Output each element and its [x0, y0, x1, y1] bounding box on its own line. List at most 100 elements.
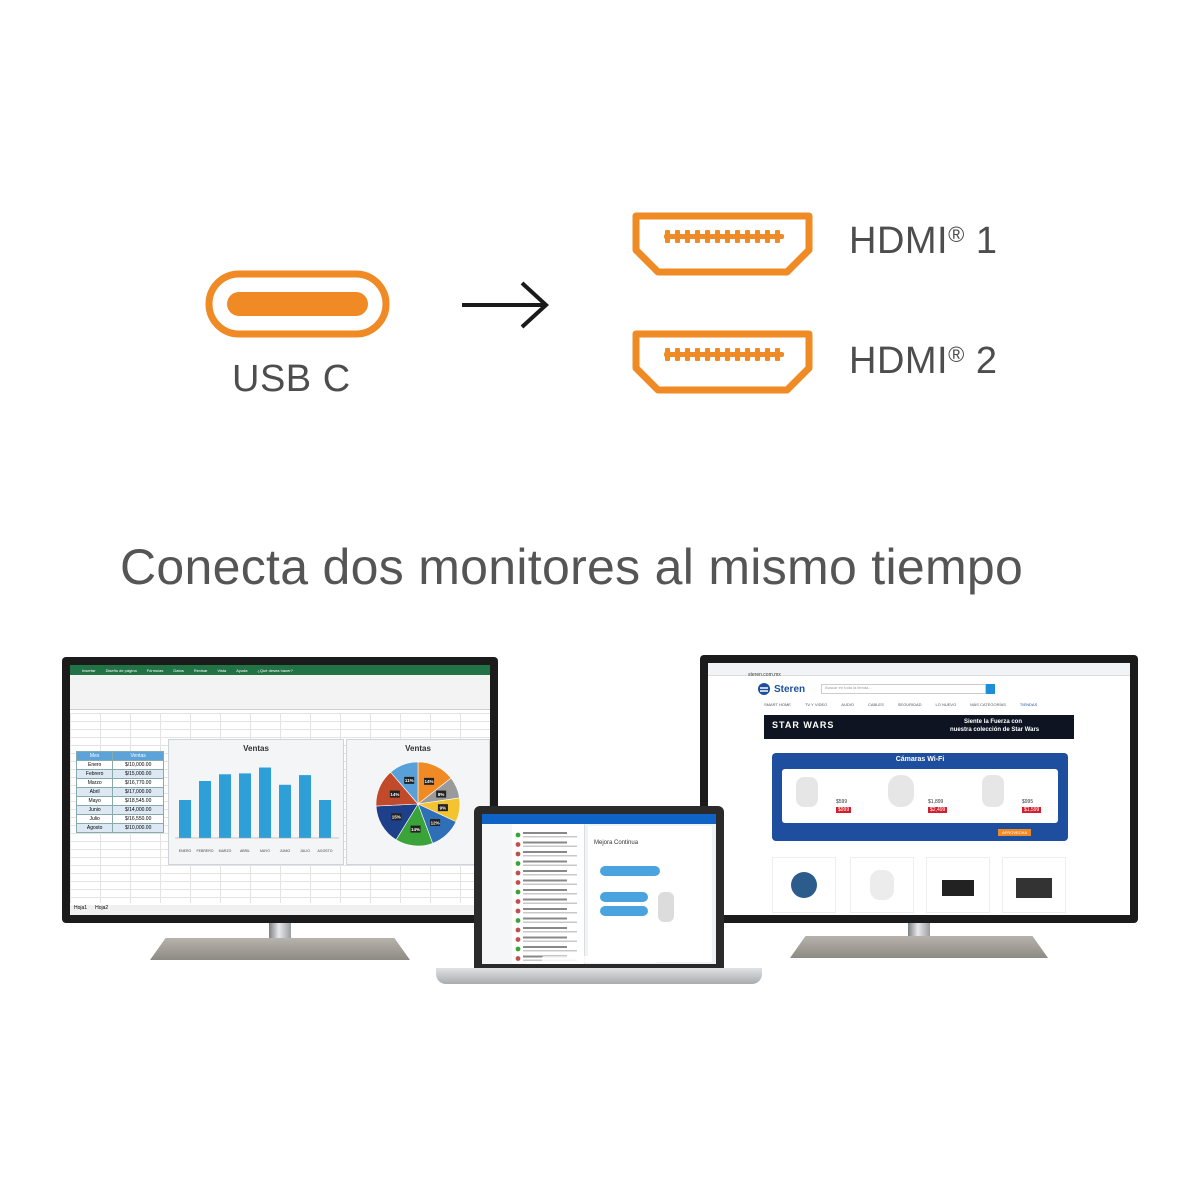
- hdmi-pin: [695, 348, 700, 353]
- excel-tab[interactable]: Ayuda: [236, 667, 248, 673]
- nav-item[interactable]: MÁS CATEGORÍAS: [970, 702, 1006, 707]
- sheet-tab[interactable]: Hoja1: [74, 905, 88, 911]
- pie-label-box: [437, 804, 448, 812]
- camera-image[interactable]: [796, 777, 818, 807]
- nav-item[interactable]: AUDIO: [841, 702, 854, 707]
- left-monitor-base: [150, 938, 410, 960]
- promo-text: Siente la Fuerza con: [964, 719, 1023, 725]
- mail-line: [523, 946, 567, 948]
- star-wars-banner[interactable]: STAR WARS Siente la Fuerza con nuestra c…: [764, 715, 1074, 739]
- pie-chart: Ventas 14%8%9%12%14%15%14%11%: [346, 739, 490, 865]
- hdmi-pin: [775, 230, 780, 235]
- sheet-tabs: Hoja1 Hoja2: [70, 905, 490, 915]
- bar-chart-title: Ventas: [243, 744, 269, 753]
- hdmi-port-icon: [632, 330, 813, 394]
- excel-tab[interactable]: Vista: [217, 667, 227, 673]
- hdmi-pin: [735, 356, 740, 361]
- hdmi-pin: [755, 230, 760, 235]
- sender-avatar: [515, 899, 521, 904]
- search-input[interactable]: Buscar en toda la tienda...: [821, 684, 987, 694]
- excel-tab[interactable]: Insertar: [82, 667, 96, 673]
- site-nav: SMART HOME TV Y VIDEO AUDIO CABLES SEGUR…: [708, 702, 1130, 712]
- camera-image[interactable]: [888, 775, 914, 807]
- hdmi-pin-bar: [664, 352, 784, 357]
- product-card[interactable]: [926, 857, 990, 913]
- sender-avatar: [515, 880, 521, 885]
- excel-tab[interactable]: Fórmulas: [146, 667, 164, 673]
- url-text[interactable]: steren.com.mx: [748, 672, 781, 678]
- mail-line: [523, 883, 577, 885]
- brand-name[interactable]: Steren: [774, 683, 806, 695]
- excel-tab[interactable]: Datos: [173, 667, 184, 673]
- excel-tab[interactable]: Revisar: [193, 667, 208, 673]
- hdmi-pin: [695, 230, 700, 235]
- product-card[interactable]: [1002, 857, 1066, 913]
- nav-item[interactable]: TIENDAS: [1019, 702, 1038, 707]
- bar-category-label: MARZO: [219, 849, 232, 853]
- pie-label-box: [430, 819, 441, 827]
- nav-item[interactable]: CABLES: [867, 702, 884, 707]
- pie-chart-title: Ventas: [405, 744, 431, 753]
- hdmi-pin: [725, 356, 730, 361]
- pie-label-box: [391, 813, 402, 821]
- hdmi-pin-bar: [664, 234, 784, 239]
- nav-item[interactable]: TV Y VIDEO: [804, 702, 828, 707]
- hdmi-pin: [765, 348, 770, 353]
- nav-item[interactable]: SEGURIDAD: [897, 702, 922, 707]
- hdmi-pin: [695, 238, 700, 243]
- mail-line: [523, 889, 567, 891]
- excel-window: Insertar Diseño de página Fórmulas Datos…: [70, 665, 490, 915]
- excel-ribbon: [70, 675, 490, 710]
- promo-text: nuestra colección de Star Wars: [950, 727, 1040, 733]
- nav-item[interactable]: SMART HOME: [764, 702, 791, 707]
- bar: [279, 784, 291, 838]
- pie-slice-label: 15%: [392, 815, 401, 820]
- mail-line: [523, 902, 577, 904]
- hdmi-pin: [725, 230, 730, 235]
- bar-category-label: ABRIL: [240, 849, 250, 853]
- hdmi-1-label: HDMI® 1: [849, 220, 998, 262]
- hdmi-pin: [705, 238, 710, 243]
- hdmi-pin: [705, 230, 710, 235]
- sheet-tab[interactable]: Hoja2: [95, 905, 109, 911]
- camera-banner[interactable]: Cámaras Wi-Fi $599 $999 $1,899 $2,499 $9…: [772, 753, 1068, 841]
- pie-slice-label: 14%: [390, 792, 399, 797]
- bar-category-label: FEBRERO: [197, 849, 214, 853]
- pie-label-box: [436, 790, 447, 798]
- star-wars-logo: STAR WARS: [772, 720, 835, 730]
- pie-label-box: [410, 825, 421, 833]
- hdmi-pin: [715, 230, 720, 235]
- pie-slice-label: 11%: [405, 778, 414, 783]
- mail-folder-pane: [482, 824, 513, 964]
- price-sale: $2,499: [928, 807, 948, 813]
- pie-slice-label: 14%: [425, 779, 434, 784]
- hdmi-pin: [775, 356, 780, 361]
- dock: [542, 956, 656, 963]
- cta-button[interactable]: APROVECHA: [998, 829, 1032, 836]
- bar: [199, 781, 211, 838]
- mail-line: [523, 893, 577, 895]
- search-icon[interactable]: [986, 684, 996, 694]
- laptop-base: [436, 968, 762, 984]
- mail-line: [523, 851, 567, 853]
- mail-line: [523, 908, 567, 910]
- mail-line: [523, 927, 567, 929]
- browser-window: steren.com.mx Steren Buscar en toda la t…: [708, 663, 1130, 915]
- mail-line: [523, 936, 567, 939]
- right-monitor: steren.com.mx Steren Buscar en toda la t…: [700, 655, 1138, 923]
- hdmi-pin: [675, 238, 680, 243]
- product-card[interactable]: [772, 857, 836, 913]
- hdmi-pin: [765, 238, 770, 243]
- product-card[interactable]: [850, 857, 914, 913]
- hdmi-pin: [735, 348, 740, 353]
- mail-line: [523, 921, 577, 923]
- camera-image[interactable]: [982, 775, 1004, 807]
- hdmi-pin: [715, 356, 720, 361]
- pie-chart-plot: 14%8%9%12%14%15%14%11%: [375, 761, 461, 847]
- excel-tab[interactable]: ¿Qué desea hacer?: [257, 667, 293, 673]
- nav-item[interactable]: LO NUEVO: [935, 702, 957, 707]
- hdmi-2-label: HDMI® 2: [849, 340, 998, 382]
- excel-tab[interactable]: Diseño de página: [105, 667, 137, 673]
